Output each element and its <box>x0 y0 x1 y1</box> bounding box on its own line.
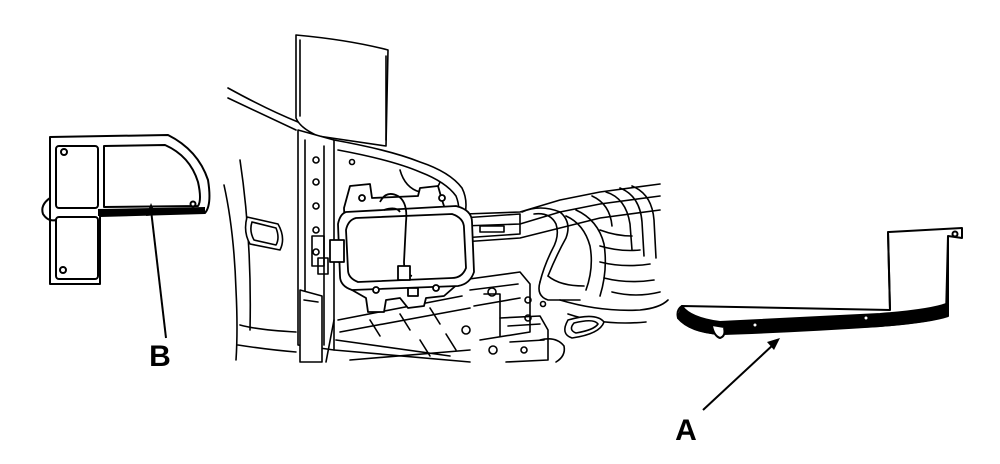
part-b-trim-panel <box>41 134 211 285</box>
leader-line-b <box>146 203 167 339</box>
control-module <box>329 183 475 313</box>
vehicle-front-structure <box>223 34 669 363</box>
leader-line-a <box>702 338 780 411</box>
part-a-bumper-trim <box>676 227 963 339</box>
callout-label-a: A <box>675 414 697 447</box>
callout-label-b: B <box>149 340 171 373</box>
